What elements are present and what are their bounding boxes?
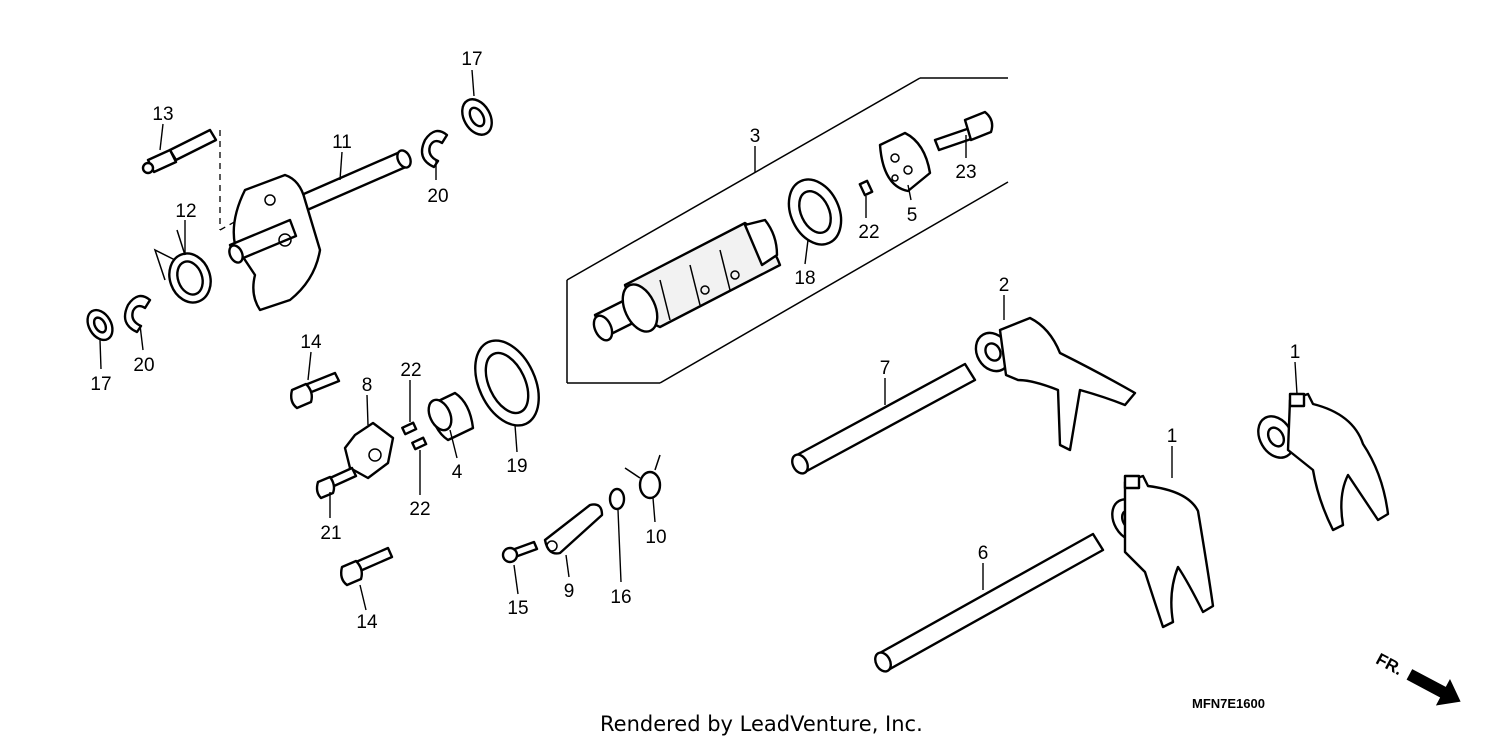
diagram-code: MFN7E1600 [1192, 696, 1265, 711]
clip-20-left [123, 294, 152, 334]
assembly-bracket [566, 77, 1009, 384]
callout-labels: 17 13 11 20 12 17 20 3 23 22 5 18 14 22 … [90, 49, 1300, 633]
callout-20-top: 20 [427, 186, 448, 207]
callout-20-left: 20 [133, 355, 154, 376]
front-direction-marker: FR. [1373, 650, 1461, 706]
bearing-18 [787, 178, 843, 246]
washer-17-left [86, 308, 114, 342]
bearing-19 [474, 339, 540, 427]
callout-2: 2 [999, 275, 1010, 296]
front-label: FR. [1373, 650, 1406, 680]
fork-shaft-6 [874, 532, 1105, 673]
callout-16: 16 [610, 587, 631, 608]
washer-16 [608, 487, 626, 511]
callout-9: 9 [564, 581, 575, 602]
callout-18: 18 [794, 268, 815, 289]
bolt-14-upper [289, 371, 341, 410]
clip-20-top [420, 129, 449, 169]
callout-14-upper: 14 [300, 332, 322, 353]
leader-lines [99, 69, 1298, 611]
callout-4: 4 [452, 462, 463, 483]
callout-17-top: 17 [461, 49, 482, 70]
bolt-23 [933, 110, 994, 152]
callout-23: 23 [955, 162, 976, 183]
shift-fork-1-middle [1111, 474, 1215, 629]
pin-13 [141, 128, 218, 175]
shift-fork-1-right [1257, 392, 1390, 532]
callout-6: 6 [978, 543, 989, 564]
callout-7: 7 [880, 358, 891, 379]
callout-10: 10 [645, 527, 666, 548]
callout-8: 8 [362, 375, 373, 396]
callout-19: 19 [506, 456, 527, 477]
spring-12 [153, 229, 212, 304]
callout-17-left: 17 [90, 374, 111, 395]
callout-22-low: 22 [409, 499, 430, 520]
callout-3: 3 [750, 126, 761, 147]
stopper-8 [343, 421, 395, 480]
shift-spindle-11 [228, 149, 412, 312]
fork-shaft-7 [791, 362, 977, 475]
spring-10 [624, 454, 662, 500]
callout-11: 11 [332, 132, 352, 153]
callout-12: 12 [175, 201, 196, 222]
callout-5: 5 [907, 205, 918, 226]
callout-1-right: 1 [1290, 342, 1301, 363]
washer-17-top [461, 98, 493, 136]
lever-9 [543, 503, 604, 555]
shift-drum-3 [592, 218, 782, 342]
bolt-21 [315, 466, 358, 500]
render-credit: Rendered by LeadVenture, Inc. [600, 712, 923, 736]
callout-22-top: 22 [858, 222, 879, 243]
bolt-15 [501, 540, 539, 564]
callout-15: 15 [507, 598, 528, 619]
callout-21: 21 [320, 523, 341, 544]
callout-13: 13 [152, 104, 173, 125]
front-arrow-icon [1406, 669, 1461, 706]
dowel-22-lower [401, 421, 428, 451]
drum-center-5 [878, 131, 932, 193]
shift-fork-2 [974, 316, 1137, 452]
bolt-14-lower [339, 546, 394, 587]
collar-4 [427, 391, 475, 442]
callout-1-middle: 1 [1167, 426, 1178, 447]
dowel-22-top [858, 179, 874, 197]
callout-14-lower: 14 [356, 612, 378, 633]
callout-22-mid: 22 [400, 360, 421, 381]
